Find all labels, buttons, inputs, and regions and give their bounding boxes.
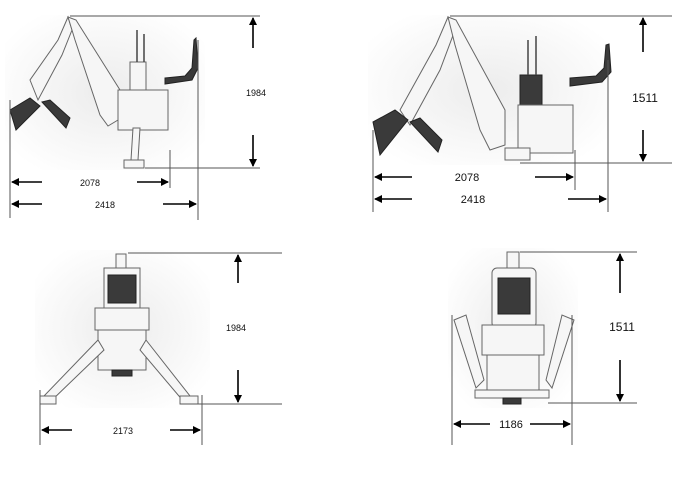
rear-view-left: 1984 2173 [35, 250, 282, 445]
height-label: 1984 [226, 323, 246, 333]
length-inner-label: 2078 [80, 178, 100, 188]
backhoe-side-drawing [372, 15, 612, 161]
length-inner-label: 2078 [455, 172, 479, 184]
backhoe-side-drawing [9, 15, 199, 169]
side-view-right: 1511 2078 2418 [368, 15, 672, 212]
rear-view-right: 1511 1186 [448, 248, 637, 445]
length-outer-label: 2418 [95, 200, 115, 210]
side-view-left: 1984 2078 2418 [5, 15, 266, 220]
length-outer-label: 2418 [461, 194, 485, 206]
height-label: 1984 [246, 88, 266, 98]
width-label: 1186 [499, 419, 523, 431]
height-label: 1511 [632, 91, 658, 105]
height-label: 1511 [609, 320, 635, 334]
width-label: 2173 [113, 426, 133, 436]
backhoe-rear-drawing [39, 253, 199, 405]
backhoe-rear-drawing [453, 251, 575, 405]
